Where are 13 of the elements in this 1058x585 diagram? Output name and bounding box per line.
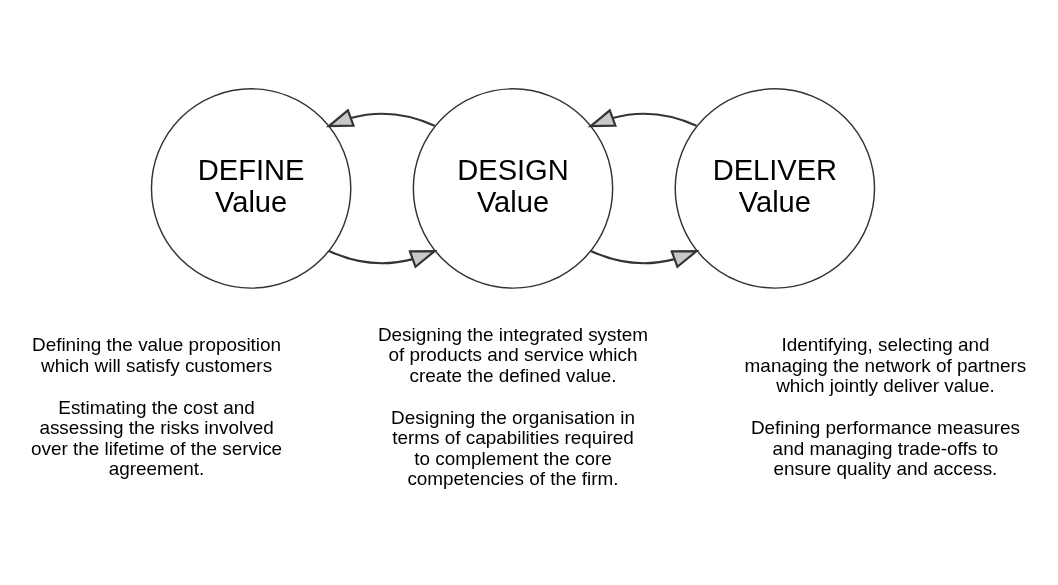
- arrow: [325, 108, 435, 128]
- node-label: Defining performance measures and managing trade-offs to ensure quality and access.: [750, 417, 1020, 479]
- arrow: [587, 108, 697, 128]
- arrow: [328, 249, 438, 269]
- arrow: [590, 249, 700, 269]
- node-label: Identifying, selecting and managing the network of partners which jointly deliver value.: [744, 334, 1027, 397]
- node-label: Estimating the cost and assessing the risks involved over the lifetime of the service agreement.: [30, 396, 283, 479]
- node-circle: DESIGN Value: [412, 88, 614, 289]
- node-circle: DEFINE Value: [150, 88, 352, 289]
- node-label: Designing the integrated system of products and service which create the defined value.: [377, 324, 649, 386]
- node-label: Defining the value proposition which will satisfy customers: [32, 334, 282, 376]
- node-circle: DELIVER Value: [674, 88, 876, 289]
- node-label: Designing the organisation in terms of capabilities required to complement the core competencies of the firm.: [391, 407, 635, 490]
